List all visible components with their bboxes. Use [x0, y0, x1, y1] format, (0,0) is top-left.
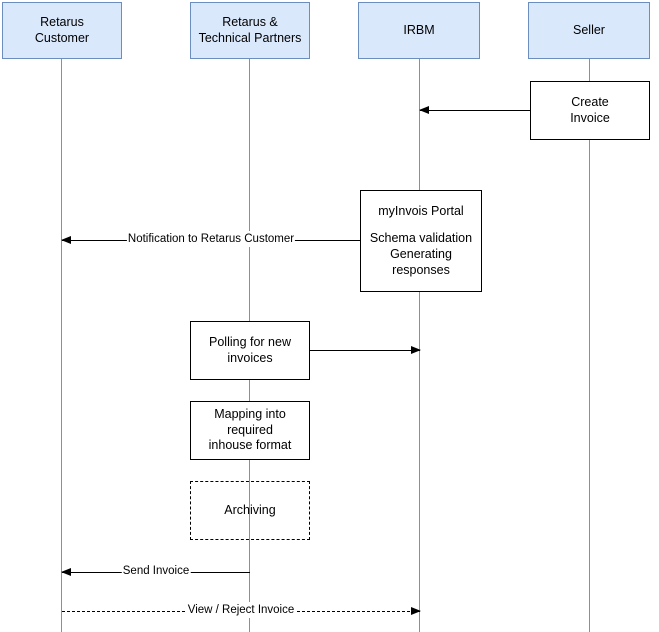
- process-line: Polling for new: [209, 334, 291, 349]
- process-box-polling-for-new-invoices[interactable]: Polling for new invoices: [190, 321, 310, 380]
- process-line: Mapping into required: [214, 407, 286, 437]
- actor-header-seller[interactable]: Seller: [528, 2, 650, 59]
- actor-label-line1: Retarus &: [222, 14, 278, 29]
- actor-header-retarus-technical-partners[interactable]: Retarus & Technical Partners: [190, 2, 310, 59]
- actor-label-line1: Seller: [573, 22, 605, 37]
- process-box-create-invoice[interactable]: Create Invoice: [530, 81, 650, 140]
- actor-label-line1: Retarus: [40, 14, 84, 29]
- process-line: invoices: [227, 350, 273, 365]
- actor-label-line2: Technical Partners: [198, 30, 302, 45]
- arrowhead-left-icon: [61, 567, 71, 576]
- actor-header-retarus-customer[interactable]: Retarus Customer: [2, 2, 122, 59]
- arrowhead-left-icon: [61, 235, 71, 244]
- arrowhead-left-icon: [419, 105, 429, 114]
- process-line: Invoice: [570, 110, 610, 125]
- process-line: responses: [392, 262, 450, 277]
- actor-label-line2: Customer: [34, 30, 90, 45]
- arrowhead-right-icon: [411, 606, 421, 615]
- message-label: View / Reject Invoice: [186, 602, 296, 619]
- process-line: inhouse format: [208, 438, 292, 453]
- process-line: Generating: [390, 247, 452, 261]
- arrowhead-right-icon: [411, 345, 421, 354]
- lifeline-retarus-customer: [61, 58, 62, 632]
- process-box-archiving[interactable]: Archiving: [190, 481, 310, 540]
- message-label: Notification to Retarus Customer: [126, 231, 296, 248]
- process-box-myinvois-portal[interactable]: myInvois Portal Schema validation Genera…: [360, 190, 482, 292]
- process-box-mapping-into-required-inhouse-format[interactable]: Mapping into required inhouse format: [190, 401, 310, 460]
- lifeline-irbm: [419, 58, 420, 632]
- process-line: Create: [571, 94, 609, 109]
- process-line: Archiving: [224, 502, 276, 517]
- lifeline-seller: [589, 58, 590, 632]
- message-line: [310, 350, 420, 351]
- process-line: Schema validation: [369, 231, 473, 246]
- message-label: Send Invoice: [121, 563, 191, 580]
- actor-header-irbm[interactable]: IRBM: [358, 2, 480, 59]
- message-line: [420, 110, 530, 111]
- process-title: myInvois Portal: [378, 203, 464, 218]
- actor-label-line1: IRBM: [403, 22, 435, 37]
